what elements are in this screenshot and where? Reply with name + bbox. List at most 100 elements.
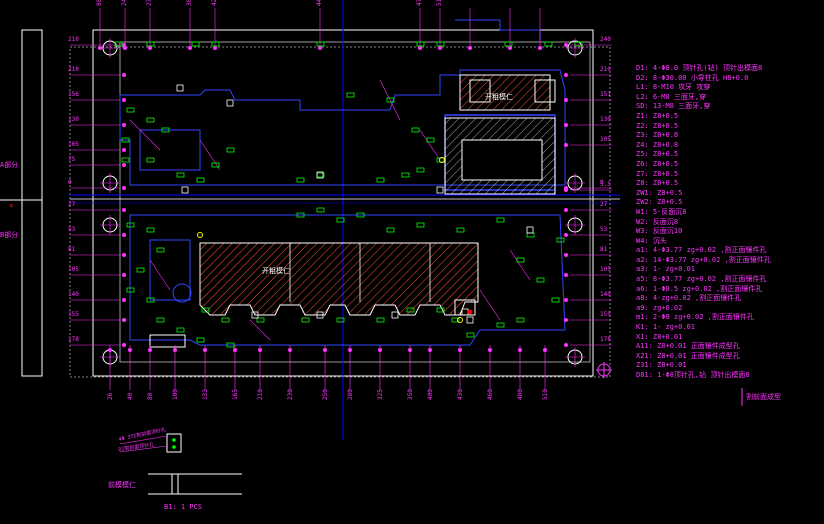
legend-line: L1: 8-M10 攻牙 攻穿 bbox=[636, 83, 711, 92]
hole-marker bbox=[406, 307, 415, 313]
hole-marker bbox=[211, 41, 220, 47]
leader-line bbox=[509, 249, 531, 281]
dimension-value: 430 bbox=[457, 389, 464, 400]
dim-dot bbox=[538, 46, 542, 50]
pin-marker bbox=[461, 308, 469, 316]
dimension-value: 380 bbox=[186, 0, 193, 6]
hole-marker bbox=[336, 317, 345, 323]
dim-dot bbox=[122, 98, 126, 102]
leader-line bbox=[199, 139, 221, 171]
legend-line: D2: 8-Φ30.00 小导柱孔 H8+0.0 bbox=[636, 73, 749, 82]
hole-marker bbox=[146, 41, 155, 47]
legend-line: Z8: Z8+0.5 bbox=[636, 179, 679, 188]
dimension-value: 53 bbox=[600, 226, 608, 233]
hole-marker bbox=[316, 41, 325, 47]
dimension-value: 40 bbox=[127, 392, 134, 400]
dim-dot bbox=[128, 348, 132, 352]
pin-marker bbox=[316, 311, 324, 319]
legend-line: a5: 8-Φ3.77 zg+0.02 ,割正面镶件孔 bbox=[636, 275, 767, 284]
hole-marker bbox=[146, 157, 155, 163]
legend-line: D1: 4-Φ8.0 顶针孔(钻) 顶针出模面8 bbox=[636, 64, 763, 72]
dim-dot bbox=[213, 46, 217, 50]
dim-dot bbox=[564, 143, 568, 147]
leader-line bbox=[249, 319, 271, 341]
legend-line: SD: 13-M8 三面牙,穿 bbox=[636, 102, 711, 111]
left-label-b: B部分 bbox=[0, 231, 19, 239]
dimension-value: 210 bbox=[257, 389, 264, 400]
dimension-value: 81 bbox=[68, 246, 76, 253]
dimension-value: 105 bbox=[600, 136, 611, 143]
dimension-value: 230 bbox=[287, 389, 294, 400]
hole-marker bbox=[296, 177, 305, 183]
dim-dot bbox=[438, 46, 442, 50]
dimension-value: 105 bbox=[600, 266, 611, 273]
hole-marker bbox=[496, 217, 505, 223]
dim-dot bbox=[122, 123, 126, 127]
hole-marker bbox=[516, 257, 525, 263]
dimension-value: 156 bbox=[68, 91, 79, 98]
dimension-value: 325 bbox=[377, 389, 384, 400]
legend-line: W2: 反面沉8 bbox=[636, 217, 679, 226]
hole-marker bbox=[121, 137, 130, 143]
pin-marker bbox=[436, 186, 444, 194]
dim-dot bbox=[564, 343, 568, 347]
hole-marker bbox=[544, 41, 553, 47]
dim-dot bbox=[468, 46, 472, 50]
dim-dot bbox=[318, 46, 322, 50]
dimension-value: 210 bbox=[600, 66, 611, 73]
pin-marker bbox=[466, 316, 474, 324]
dimension-value: 250 bbox=[322, 389, 329, 400]
dim-dot bbox=[564, 43, 568, 47]
dimension-value: 350 bbox=[407, 389, 414, 400]
dim-dot bbox=[288, 348, 292, 352]
dimension-value: 81 bbox=[600, 246, 608, 253]
dimension-value: 210 bbox=[68, 36, 79, 43]
dimension-value: 130 bbox=[600, 116, 611, 123]
dimension-value: 27 bbox=[600, 201, 608, 208]
dimension-value: 178 bbox=[600, 336, 611, 343]
pin-marker bbox=[391, 311, 399, 319]
dim-dot bbox=[108, 348, 112, 352]
dim-dot bbox=[258, 348, 262, 352]
dimension-value: 165 bbox=[232, 389, 239, 400]
hole-marker bbox=[156, 247, 165, 253]
dim-dot bbox=[323, 348, 327, 352]
dim-dot bbox=[408, 348, 412, 352]
legend-line: W1: 5-反面沉8 bbox=[636, 207, 687, 216]
hole-marker bbox=[426, 137, 435, 143]
hole-marker bbox=[376, 317, 385, 323]
title-block-lines bbox=[148, 473, 242, 495]
dim-dot bbox=[518, 348, 522, 352]
guide-holes bbox=[100, 38, 585, 367]
accent-marker bbox=[197, 232, 203, 238]
hole-marker bbox=[136, 267, 145, 273]
dimension-value: 270 bbox=[146, 0, 153, 6]
hole-marker bbox=[416, 41, 425, 47]
hole-marker bbox=[196, 177, 205, 183]
dimension-value: 400 bbox=[427, 389, 434, 400]
pin-marker bbox=[251, 311, 259, 319]
hole-marker bbox=[256, 317, 265, 323]
dimension-value: 140 bbox=[600, 291, 611, 298]
dimension-value: 26 bbox=[107, 392, 114, 400]
hole-marker bbox=[401, 172, 410, 178]
hole-marker bbox=[146, 297, 155, 303]
legend-line: ZW2: Z8+0.5 bbox=[636, 198, 683, 207]
dim-dot bbox=[564, 186, 568, 190]
dimension-value: 151 bbox=[600, 91, 611, 98]
dimension-value: 440 bbox=[316, 0, 323, 6]
legend-line: K1: 1- zg+0.01 bbox=[636, 323, 696, 332]
dimension-value: 510 bbox=[436, 0, 443, 6]
part-quantity: B1: 1 PCS bbox=[164, 503, 202, 511]
dim-dot bbox=[98, 46, 102, 50]
dim-dot bbox=[564, 298, 568, 302]
dimension-value: 53 bbox=[68, 226, 76, 233]
dim-dot bbox=[564, 123, 568, 127]
legend-line: a9: zg+0.02 bbox=[636, 303, 683, 312]
leader-line bbox=[479, 289, 501, 321]
hole-marker bbox=[504, 41, 513, 47]
dimension-value: 240 bbox=[600, 36, 611, 43]
legend-line: Z5: Z8+0.5 bbox=[636, 150, 679, 159]
lower-insert-dividers bbox=[289, 243, 431, 302]
